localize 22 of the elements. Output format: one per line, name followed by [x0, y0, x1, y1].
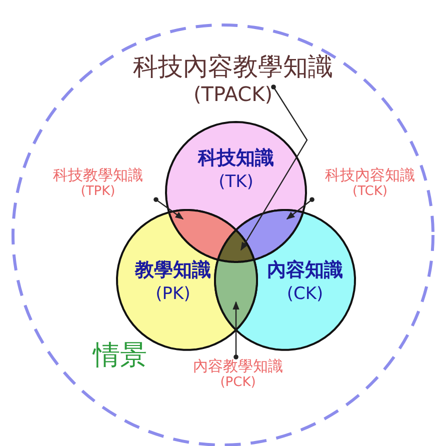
leader-line	[286, 197, 314, 220]
callout-label: 科技教學知識	[53, 166, 143, 184]
callout-abbreviation: (TPK)	[80, 184, 116, 200]
circle-title: 教學知識	[135, 259, 211, 282]
circle-abbreviation: (CK)	[286, 284, 324, 304]
circle-title: 科技知識	[198, 147, 274, 170]
leader-line	[154, 197, 184, 220]
callout-abbreviation: (TCK)	[352, 184, 388, 200]
circle-abbreviation: (PK)	[156, 284, 190, 304]
callout-label: 科技內容教學知識	[133, 52, 333, 82]
callout-label: 內容教學知識	[193, 357, 283, 375]
overlap-region	[235, 209, 304, 261]
callout-abbreviation: (TPACK)	[193, 82, 272, 106]
circle-title: 內容知識	[267, 259, 343, 282]
leader-line	[240, 84, 308, 251]
circle-abbreviation: (TK)	[218, 172, 254, 192]
callout-label: 科技內容知識	[325, 166, 415, 184]
overlap-region	[214, 258, 258, 331]
context-label: 情景	[93, 340, 147, 372]
overlap-region	[168, 209, 237, 261]
leader-line	[232, 301, 240, 360]
callout-abbreviation: (PCK)	[220, 375, 256, 391]
